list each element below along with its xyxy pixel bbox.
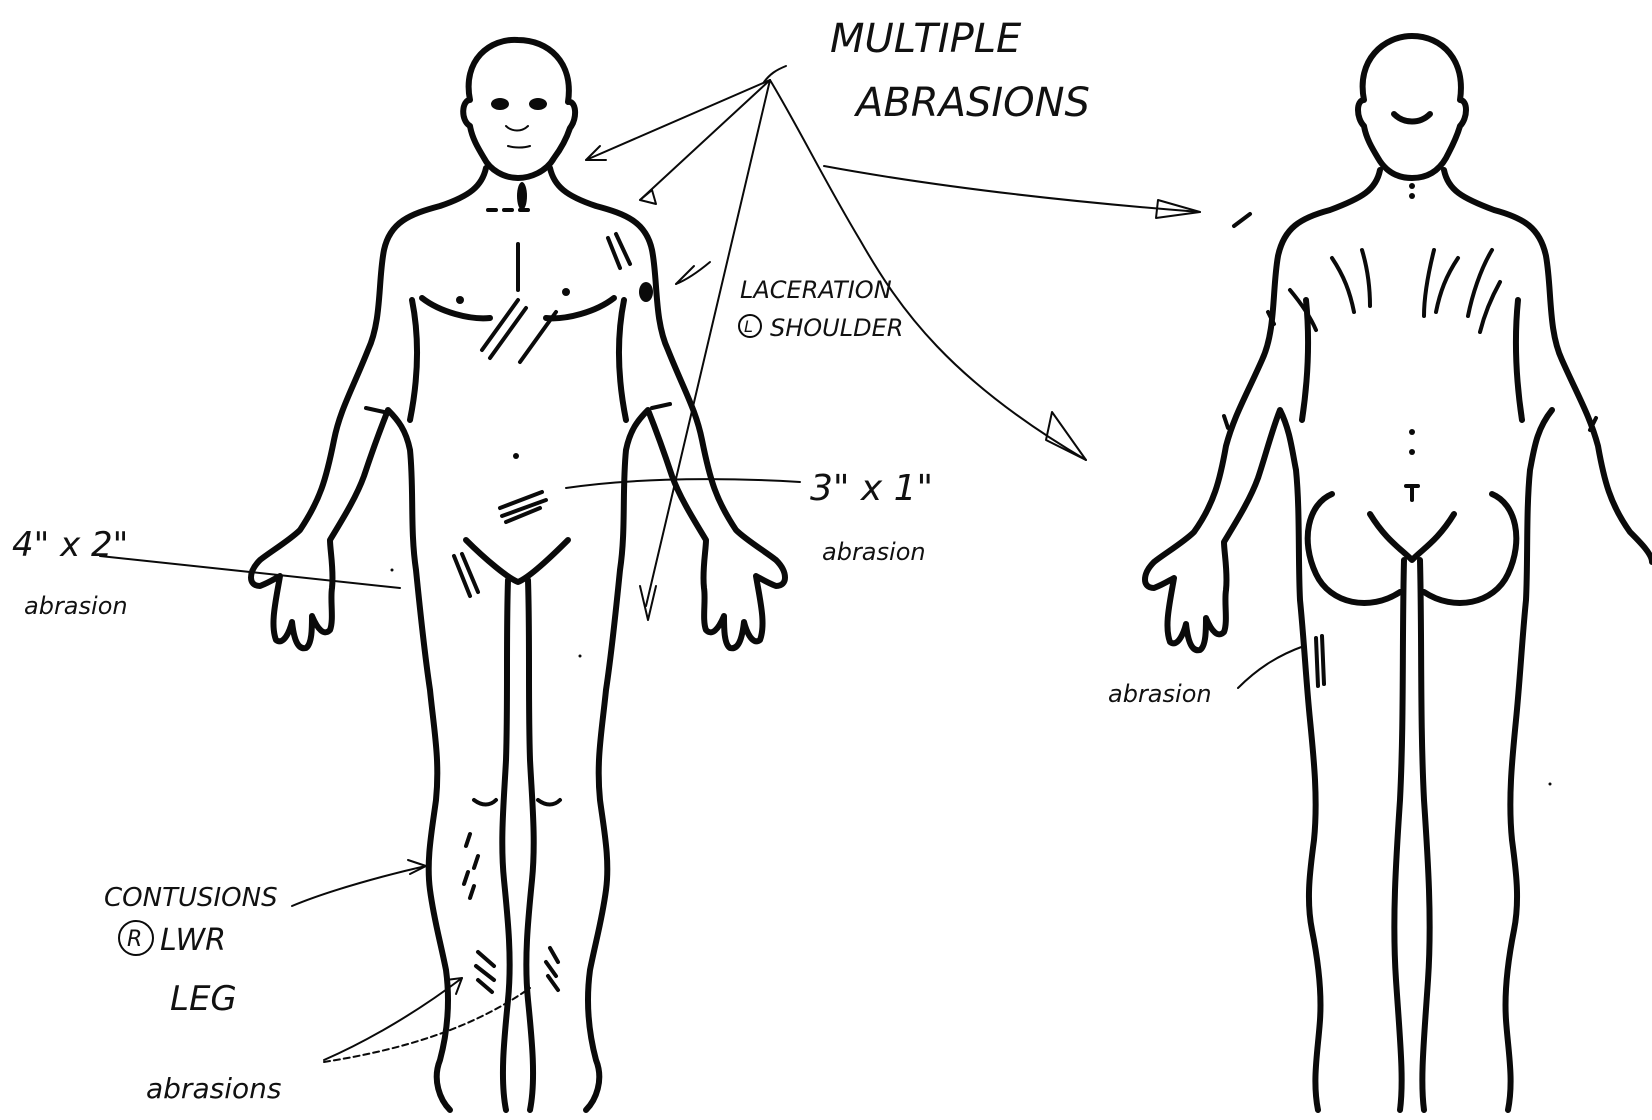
- neck-mark: [517, 182, 527, 210]
- back-spine-dot-2: [1409, 193, 1415, 199]
- arrow-groin-abrasion: [566, 479, 800, 488]
- back-spine-dot-4: [1409, 449, 1415, 455]
- lower-leg-abrasion-2: [476, 966, 494, 980]
- back-inner-leg-left: [1394, 560, 1404, 1110]
- front-body-figure: [251, 40, 785, 1110]
- back-inner-arm-right: [1516, 300, 1522, 420]
- lower-leg-abrasion-6: [548, 976, 558, 990]
- front-inner-arm-left: [410, 300, 417, 420]
- front-mouth: [508, 146, 530, 148]
- label-contusions: CONTUSIONS: [104, 883, 278, 913]
- stray-dot-1: [579, 655, 582, 658]
- front-outline-right: [550, 168, 785, 1110]
- contusion-4: [470, 886, 474, 898]
- back-buttock-right: [1424, 494, 1516, 603]
- back-spine-dot-3: [1409, 429, 1415, 435]
- arrow-to-back-arm: [770, 80, 1086, 460]
- front-nipple-right: [562, 288, 570, 296]
- shoulder-laceration: [639, 282, 653, 302]
- front-chest-right: [546, 298, 614, 318]
- lower-leg-abrasion-1: [478, 952, 494, 966]
- chest-mark-3: [520, 312, 556, 362]
- back-muscle-2: [1362, 250, 1370, 306]
- back-inner-leg-right: [1420, 560, 1430, 1110]
- arrow-to-hand-head: [640, 586, 656, 620]
- front-groin-line: [466, 540, 568, 582]
- label-shoulder: SHOULDER: [770, 314, 903, 342]
- arrow-to-clavicle: [640, 80, 770, 200]
- back-muscle-5: [1424, 250, 1434, 316]
- back-thigh-abrasion-1: [1316, 638, 1318, 686]
- label-laceration: LACERATION: [740, 276, 892, 304]
- label-groin-abrasion: abrasion: [822, 538, 926, 566]
- arrow-to-back-shoulder: [824, 166, 1200, 212]
- front-chest-left: [422, 298, 490, 318]
- front-head-outline: [463, 40, 575, 178]
- arrow-to-neck: [586, 80, 770, 160]
- label-hip-size: 4" x 2": [12, 525, 128, 565]
- annotation-labels: MULTIPLE ABRASIONS LACERATION L SHOULDER…: [12, 16, 1212, 1105]
- back-outline-right: [1444, 170, 1652, 1110]
- arrow-laceration: [676, 262, 710, 284]
- front-knee-left: [474, 800, 496, 805]
- back-buttock-left: [1308, 494, 1400, 603]
- arrow-origin-hook: [764, 66, 786, 82]
- back-muscle-1: [1332, 258, 1354, 312]
- back-muscle-7: [1480, 282, 1500, 332]
- arrow-to-clavicle-head: [640, 190, 656, 204]
- back-muscle-3: [1436, 258, 1458, 312]
- front-nose: [506, 126, 528, 131]
- label-abrasions-lower-leg: abrasions: [146, 1072, 281, 1105]
- front-inner-leg-right: [526, 580, 533, 1110]
- front-inner-leg-left: [502, 580, 509, 1110]
- arrow-abrasions-right: [324, 988, 530, 1062]
- label-abrasions: ABRASIONS: [853, 80, 1090, 126]
- hip-abrasion-1: [454, 556, 470, 596]
- label-groin-size: 3" x 1": [810, 468, 933, 509]
- contusion-3: [464, 872, 468, 884]
- label-hip-abrasion: abrasion: [24, 592, 128, 620]
- lower-leg-abrasion-4: [550, 948, 558, 962]
- back-shoulder-mark: [1234, 214, 1250, 226]
- front-outline-left: [251, 168, 486, 1110]
- front-knee-right: [538, 800, 560, 805]
- arrow-to-back-arm-head: [1046, 412, 1086, 460]
- label-lwr: LWR: [160, 923, 226, 958]
- front-left-eye: [491, 98, 509, 110]
- back-thigh-abrasion-2: [1322, 636, 1324, 684]
- label-leg: LEG: [170, 979, 237, 1019]
- label-back-thigh-abrasion: abrasion: [1108, 680, 1212, 708]
- back-spine-dot-1: [1409, 183, 1415, 189]
- arrow-back-thigh: [1238, 646, 1304, 688]
- contusion-1: [466, 834, 470, 846]
- stray-dot-2: [391, 569, 394, 572]
- arrow-contusions: [292, 866, 426, 906]
- back-head-outline: [1358, 36, 1466, 178]
- front-elbow-right: [652, 404, 670, 408]
- arrow-contusions-head: [408, 860, 426, 874]
- front-inner-arm-right: [619, 300, 626, 420]
- back-muscle-6: [1290, 290, 1316, 330]
- contusion-2: [474, 856, 478, 868]
- back-gluteal-crease: [1370, 514, 1454, 560]
- back-elbow-left: [1224, 416, 1228, 428]
- front-nipple-left: [456, 296, 464, 304]
- label-multiple: MULTIPLE: [830, 16, 1022, 62]
- front-elbow-left: [366, 408, 384, 412]
- laceration-circle-letter: L: [744, 317, 753, 336]
- back-inner-arm-left: [1302, 300, 1308, 420]
- stray-dot-3: [1549, 783, 1552, 786]
- back-outline-left: [1145, 170, 1380, 1110]
- back-body-figure: [1145, 36, 1652, 1110]
- front-right-eye: [529, 98, 547, 110]
- lower-leg-abrasion-5: [546, 962, 556, 976]
- back-neck-line: [1394, 114, 1430, 122]
- lower-leg-abrasion-3: [478, 980, 492, 992]
- front-navel: [513, 453, 519, 459]
- contusions-circle-letter: R: [127, 927, 142, 952]
